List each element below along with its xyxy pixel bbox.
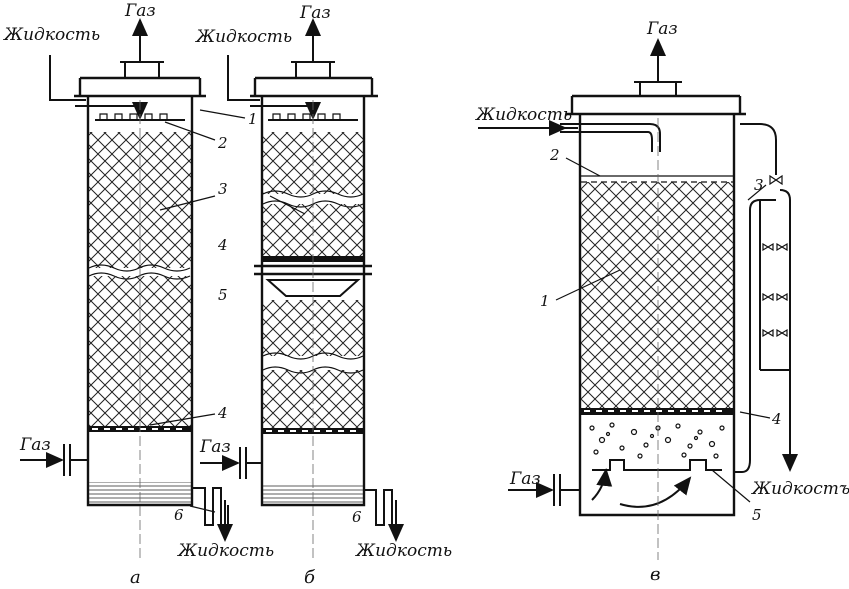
num-4-b-top: 4 xyxy=(217,236,228,254)
packing-v xyxy=(581,182,733,408)
liquid-label-v-in: Жидкость xyxy=(475,105,572,125)
column-v xyxy=(478,38,798,560)
liquid-out-label-a: Жидкость xyxy=(177,541,274,561)
num-1-v: 1 xyxy=(540,292,550,310)
liquid-label-b: Жидкость xyxy=(195,27,292,47)
caption-v: в xyxy=(650,564,660,585)
num-4-ab-bottom: 4 xyxy=(217,404,228,422)
num-2-ab: 2 xyxy=(217,134,228,152)
bubbles xyxy=(589,422,725,459)
num-4-v: 4 xyxy=(771,410,782,428)
gas-in-label-a: Газ xyxy=(19,435,51,455)
num-5-b: 5 xyxy=(218,286,228,304)
column-b xyxy=(200,18,404,560)
caption-a: а xyxy=(130,567,141,588)
gas-label-a: Газ xyxy=(124,1,156,21)
caption-b: б xyxy=(304,567,316,588)
liquid-out-label-b: Жидкость xyxy=(355,541,452,561)
column-a xyxy=(20,18,246,560)
num-1-ab: 1 xyxy=(248,110,258,128)
num-3-v: 3 xyxy=(754,176,764,194)
num-3-ab: 3 xyxy=(218,180,228,198)
liquid-label-a: Жидкость xyxy=(3,25,100,45)
gas-in-label-v: Газ xyxy=(509,469,541,489)
num-5-v: 5 xyxy=(752,506,762,524)
gas-in-label-b: Газ xyxy=(199,437,231,457)
gas-label-b: Газ xyxy=(299,3,331,23)
num-2-v: 2 xyxy=(549,146,560,164)
liquid-out-label-v: Жидкостъ xyxy=(751,479,849,499)
gas-label-v: Газ xyxy=(646,19,678,39)
num-6-a: 6 xyxy=(174,506,184,524)
num-6-b: 6 xyxy=(352,508,362,526)
